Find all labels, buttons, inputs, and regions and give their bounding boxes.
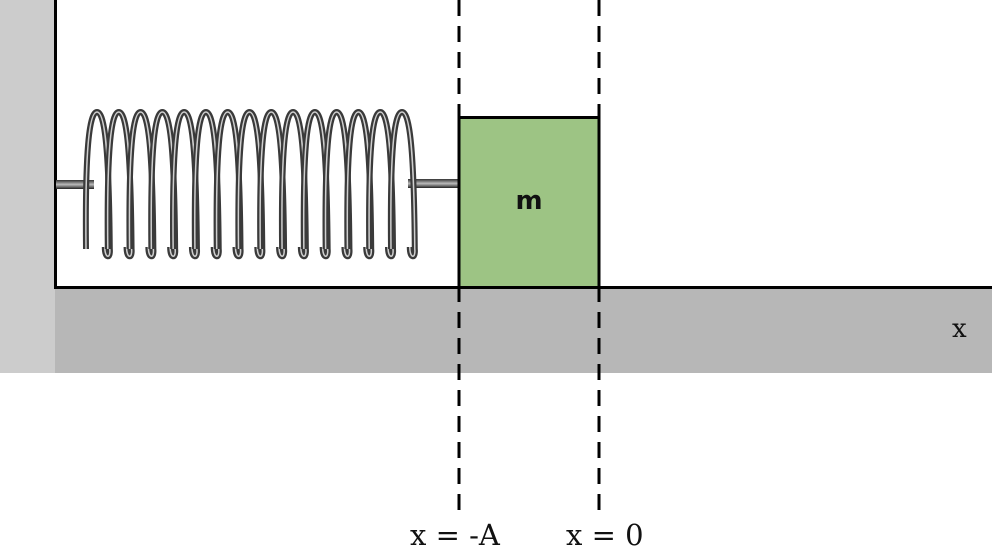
mass-block	[457, 116, 601, 289]
spring-coil-highlight	[237, 111, 264, 257]
spring-coil-highlight	[302, 111, 329, 257]
spring-coil-highlight	[172, 111, 198, 257]
left-rod	[56, 180, 94, 189]
spring-coil-highlight	[259, 111, 285, 257]
spring	[82, 108, 418, 260]
spring-coil-highlight	[281, 111, 307, 257]
marker-label-zero: x = 0	[566, 518, 644, 552]
spring-coil-highlight	[106, 111, 133, 257]
spring-coil-highlight	[150, 111, 176, 257]
spring-coil-highlight	[346, 111, 373, 257]
spring-coil-highlight	[85, 111, 111, 257]
spring-coil-highlight	[368, 111, 394, 257]
spring-coil-highlight	[194, 111, 220, 257]
spring-coil-highlight	[324, 111, 351, 257]
spring-coil-highlight	[390, 111, 416, 257]
floor	[55, 288, 992, 373]
spring-coil-highlight	[215, 111, 242, 257]
mass-label: m	[515, 186, 543, 216]
right-rod	[408, 179, 458, 188]
wall	[0, 0, 55, 373]
marker-label-minus-a: x = -A	[410, 518, 500, 552]
axis-label: x	[952, 314, 967, 344]
spring-coil-highlight	[128, 111, 155, 257]
